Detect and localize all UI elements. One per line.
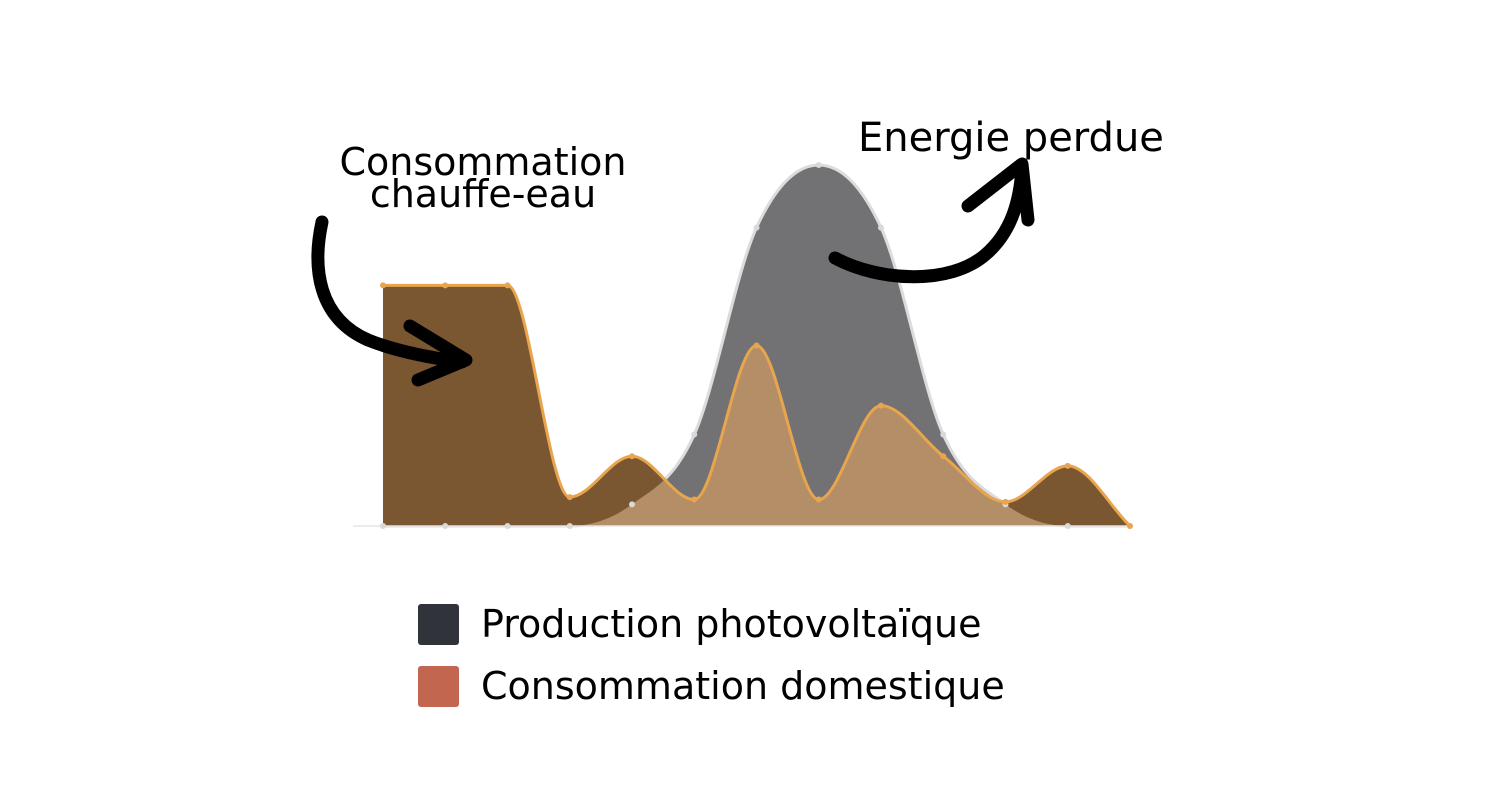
legend-label-production: Production photovoltaïque xyxy=(481,602,982,646)
annotation-energie-perdue-text: Energie perdue xyxy=(858,115,1164,161)
production-point xyxy=(566,523,573,529)
production-point xyxy=(940,431,947,438)
production-point xyxy=(1064,523,1071,529)
consumption-point xyxy=(753,342,760,349)
production-point xyxy=(815,162,822,168)
production-point xyxy=(442,523,449,529)
consumption-point xyxy=(815,496,822,503)
consumption-point xyxy=(1127,523,1133,529)
legend-swatch-production xyxy=(418,603,459,645)
production-point xyxy=(380,523,386,529)
annotation-chauffe-eau: Consommation chauffe-eau xyxy=(318,140,648,216)
production-point xyxy=(504,523,511,529)
consumption-point xyxy=(442,282,449,289)
production-point xyxy=(691,431,698,438)
consumption-point xyxy=(504,282,511,289)
consumption-point xyxy=(1002,498,1009,505)
production-point xyxy=(753,224,760,231)
arrow-energie-perdue xyxy=(828,157,1035,284)
annotation-chauffe-eau-line-1: Consommation xyxy=(339,140,627,184)
annotation-energie-perdue: Energie perdue xyxy=(858,118,1164,158)
point-layer xyxy=(380,162,1133,529)
legend-item-production: Production photovoltaïque xyxy=(418,602,1005,646)
legend-swatch-consommation xyxy=(418,665,459,707)
legend: Production photovoltaïque Consommation d… xyxy=(418,602,1005,727)
consumption-point xyxy=(878,402,884,409)
self-consumption-area xyxy=(383,285,1130,526)
consumption-point xyxy=(691,496,698,503)
legend-label-consommation: Consommation domestique xyxy=(481,664,1005,708)
production-point xyxy=(878,224,884,231)
production-point xyxy=(629,501,635,508)
arrow-chauffe-eau xyxy=(311,215,473,387)
consumption-point xyxy=(1064,462,1071,469)
consumption-point xyxy=(566,494,573,501)
legend-item-consommation: Consommation domestique xyxy=(418,664,1005,708)
consumption-point xyxy=(629,453,635,460)
consumption-point xyxy=(940,453,947,460)
consumption-point xyxy=(380,282,386,289)
annotation-chauffe-eau-line-2: chauffe-eau xyxy=(369,172,597,216)
